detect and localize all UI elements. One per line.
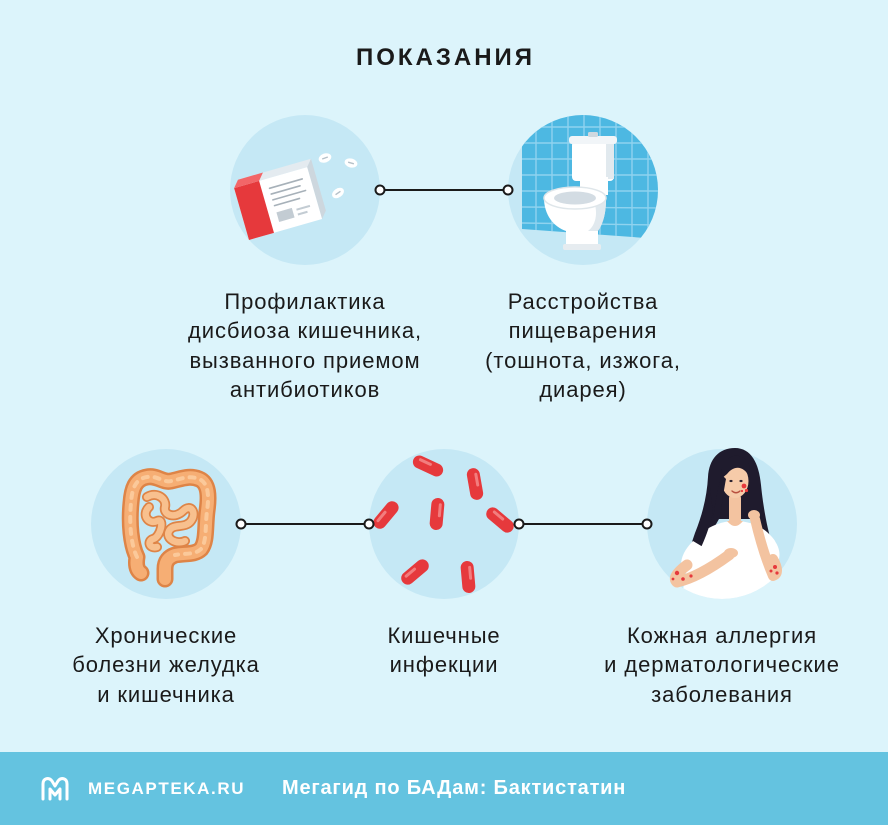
label-line: (тошнота, изжога, bbox=[485, 347, 681, 373]
label-line: пищеварения bbox=[508, 318, 658, 344]
pill-icon bbox=[344, 158, 358, 168]
antibiotics-box-icon bbox=[230, 115, 380, 265]
label-line: диарея) bbox=[539, 376, 627, 402]
brand-name: MEGAPTEKA.RU bbox=[88, 779, 246, 798]
skin-allergy-woman-icon bbox=[647, 448, 797, 599]
bacterium bbox=[401, 559, 429, 585]
bacterium bbox=[412, 455, 444, 477]
intestines-icon bbox=[91, 449, 241, 599]
label-line: Хронические bbox=[94, 623, 238, 648]
bacterium bbox=[429, 498, 445, 530]
indication-label-infections: Кишечные инфекции bbox=[284, 621, 604, 680]
indication-skin-allergy bbox=[647, 448, 797, 599]
toilet-icon bbox=[508, 115, 658, 265]
label-line: инфекции bbox=[389, 652, 499, 678]
indication-infections bbox=[369, 449, 519, 599]
label-line: заболевания bbox=[651, 681, 793, 707]
label-line: вызванного приемом bbox=[189, 347, 421, 373]
label-line: Кишечные bbox=[387, 623, 501, 648]
bacterium bbox=[460, 561, 476, 593]
pill-icon bbox=[332, 187, 344, 199]
indication-digestion bbox=[508, 115, 658, 265]
neck bbox=[729, 495, 741, 523]
toilet bbox=[543, 132, 617, 250]
footer-bar: MEGAPTEKA.RU Мегагид по БАДам: Бактистат… bbox=[0, 752, 888, 825]
indication-chronic-gut bbox=[91, 449, 241, 599]
rash-spots bbox=[740, 483, 749, 493]
indication-antibiotics bbox=[230, 115, 380, 265]
rash-spots bbox=[671, 570, 693, 581]
label-line: и дерматологические bbox=[604, 652, 840, 678]
medicine-box bbox=[234, 158, 326, 240]
bacterium bbox=[466, 468, 484, 500]
label-line: антибиотиков bbox=[229, 376, 381, 402]
large-intestine bbox=[121, 468, 217, 588]
bacteria-icon bbox=[369, 449, 519, 599]
pill-icon bbox=[318, 153, 332, 163]
label-line: Расстройства bbox=[507, 289, 659, 314]
indication-label-skin-allergy: Кожная аллергия и дерматологические забо… bbox=[562, 621, 882, 709]
page-title: ПОКАЗАНИЯ bbox=[355, 44, 536, 71]
footer-caption: Мегагид по БАДам: Бактистатин bbox=[282, 777, 627, 799]
megapteka-logo-icon bbox=[41, 777, 69, 801]
label-line: дисбиоза кишечника, bbox=[188, 318, 422, 344]
indication-label-digestion: Расстройства пищеварения (тошнота, изжог… bbox=[423, 287, 743, 404]
indication-label-antibiotics: Профилактика дисбиоза кишечника, вызванн… bbox=[145, 287, 465, 404]
label-line: Профилактика bbox=[224, 289, 386, 314]
bacterium bbox=[373, 501, 399, 529]
rash-spots bbox=[769, 565, 779, 575]
bacterium bbox=[486, 507, 514, 533]
label-line: Кожная аллергия bbox=[626, 623, 818, 648]
label-line: и кишечника bbox=[97, 681, 235, 707]
small-intestine bbox=[140, 489, 199, 553]
indication-label-chronic-gut: Хронические болезни желудка и кишечника bbox=[6, 621, 326, 709]
label-line: болезни желудка bbox=[72, 652, 260, 678]
